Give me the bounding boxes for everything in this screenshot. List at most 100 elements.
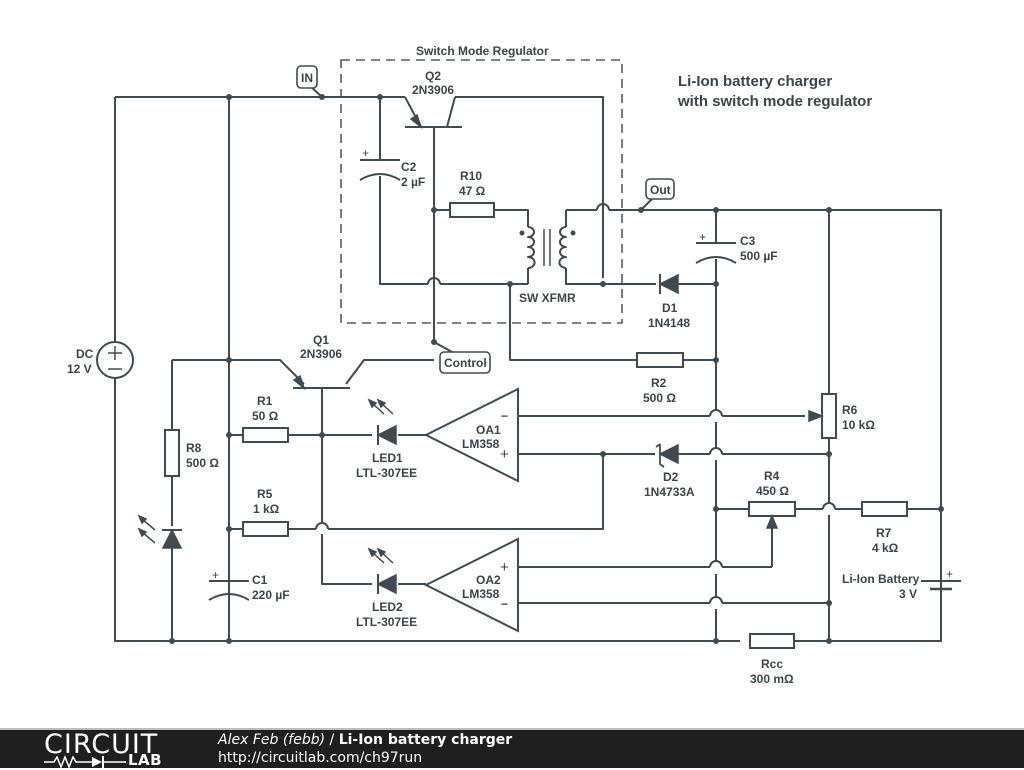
svg-text:Q2: Q2 [425, 69, 441, 83]
svg-text:50 Ω: 50 Ω [252, 409, 279, 423]
schematic-canvas: Li-Ion battery charger with switch mode … [67, 44, 961, 686]
svg-text:LTL-307EE: LTL-307EE [356, 466, 417, 480]
svg-text:1N4733A: 1N4733A [644, 485, 695, 499]
led-led1: LED1 LTL-307EE [356, 398, 417, 480]
svg-text:220 µF: 220 µF [252, 588, 290, 602]
capacitor-c2: + C2 2 µF [359, 146, 425, 189]
svg-text:12 V: 12 V [67, 362, 92, 376]
svg-text:LED2: LED2 [372, 600, 403, 614]
svg-text:2N3906: 2N3906 [412, 83, 454, 97]
svg-text:1N4148: 1N4148 [648, 316, 690, 330]
svg-text:500 Ω: 500 Ω [186, 456, 219, 470]
svg-text:−: − [501, 409, 508, 423]
svg-text:DC: DC [76, 347, 94, 361]
transistor-q1: Q1 2N3906 [292, 333, 350, 391]
schematic-title-line2: with switch mode regulator [677, 93, 872, 110]
group-label: Switch Mode Regulator [416, 44, 549, 58]
svg-text:R5: R5 [257, 487, 273, 501]
capacitor-c1: + C1 220 µF [208, 529, 290, 641]
svg-text:C2: C2 [401, 160, 417, 174]
logo-circuit-icon [44, 754, 126, 770]
svg-text:SW XFMR: SW XFMR [519, 291, 576, 305]
resistor-rcc: Rcc 300 mΩ [749, 633, 795, 686]
switch-mode-regulator-group: Switch Mode Regulator [340, 44, 623, 324]
wires [114, 96, 942, 642]
transformer-sw-xfmr: SW XFMR [519, 226, 576, 305]
svg-text:R7: R7 [876, 526, 892, 540]
svg-text:+: + [362, 146, 369, 160]
svg-text:500 Ω: 500 Ω [643, 391, 676, 405]
svg-text:D1: D1 [662, 301, 678, 315]
resistor-r10: R10 47 Ω [449, 169, 495, 218]
svg-text:LED1: LED1 [372, 451, 403, 465]
svg-text:2N3906: 2N3906 [300, 347, 342, 361]
zener-diode-d2: D2 1N4733A [644, 443, 695, 499]
svg-text:LTL-307EE: LTL-307EE [356, 615, 417, 629]
resistor-r8: R8 500 Ω [164, 429, 219, 477]
svg-text:OA1: OA1 [476, 423, 501, 437]
svg-text:Q1: Q1 [313, 333, 329, 347]
opamp-oa1: − + OA1 LM358 [423, 387, 519, 483]
wire-crossovers [315, 203, 836, 604]
resistor-r2: R2 500 Ω [636, 352, 684, 405]
diode-d1: D1 1N4148 [648, 273, 690, 330]
svg-text:Li-Ion Battery: Li-Ion Battery [842, 572, 920, 586]
svg-text:R6: R6 [842, 403, 858, 417]
svg-text:300 mΩ: 300 mΩ [750, 672, 794, 686]
svg-text:C3: C3 [740, 234, 756, 248]
svg-text:C1: C1 [252, 573, 268, 587]
svg-text:R1: R1 [257, 394, 273, 408]
schematic-title-line1: Li-Ion battery charger [678, 73, 832, 90]
junction-dots [169, 94, 944, 644]
transistor-q2: Q2 2N3906 [404, 69, 462, 130]
svg-text:LM358: LM358 [462, 587, 500, 601]
svg-text:LM358: LM358 [462, 437, 500, 451]
svg-text:D2: D2 [663, 470, 679, 484]
svg-text:Out: Out [650, 183, 671, 197]
svg-text:IN: IN [301, 71, 313, 85]
separator: / [325, 732, 339, 748]
author-name[interactable]: Alex Feb (febb) [218, 732, 326, 748]
led-led2: LED2 LTL-307EE [356, 547, 417, 629]
svg-text:2 µF: 2 µF [401, 175, 425, 189]
led-power-indicator [137, 514, 183, 549]
svg-text:+: + [946, 567, 953, 581]
svg-text:1 kΩ: 1 kΩ [253, 502, 280, 516]
resistor-r7: R7 4 kΩ [861, 501, 908, 555]
svg-text:R4: R4 [764, 469, 780, 483]
svg-text:Control: Control [444, 356, 487, 370]
svg-text:500 µF: 500 µF [740, 249, 778, 263]
potentiometer-r6: R6 10 kΩ [808, 393, 875, 439]
resistor-r1: R1 50 Ω [242, 394, 289, 443]
svg-text:R2: R2 [651, 376, 667, 390]
svg-text:4 kΩ: 4 kΩ [872, 541, 899, 555]
svg-text:+: + [500, 559, 509, 576]
net-label-out: Out [640, 178, 675, 211]
svg-text:OA2: OA2 [476, 573, 501, 587]
svg-text:−: − [501, 597, 508, 611]
capacitor-c3: + C3 500 µF [695, 230, 778, 264]
svg-text:R8: R8 [186, 441, 202, 455]
circuitlab-logo-lab: LAB [128, 751, 163, 769]
footer-bar: CIRCUIT LAB Alex Feb (febb) / Li-Ion bat… [0, 728, 1024, 770]
svg-text:R10: R10 [460, 169, 482, 183]
battery-li-ion: + Li-Ion Battery 3 V [842, 509, 961, 601]
voltage-source-dc: DC 12 V [67, 341, 134, 379]
net-label-control: Control [433, 341, 491, 374]
potentiometer-r4: R4 450 Ω [748, 469, 796, 529]
footer-attribution: Alex Feb (febb) / Li-Ion battery charger [218, 732, 512, 748]
svg-text:+: + [212, 568, 219, 582]
svg-text:47 Ω: 47 Ω [459, 184, 486, 198]
circuit-title[interactable]: Li-Ion battery charger [338, 732, 513, 748]
svg-text:+: + [500, 446, 509, 463]
svg-text:10 kΩ: 10 kΩ [842, 418, 875, 432]
svg-text:450 Ω: 450 Ω [756, 484, 789, 498]
resistor-r5: R5 1 kΩ [242, 487, 289, 537]
circuit-url[interactable]: http://circuitlab.com/ch97run [218, 750, 423, 766]
svg-text:3 V: 3 V [899, 587, 917, 601]
svg-text:Rcc: Rcc [761, 657, 783, 671]
net-label-in: IN [296, 65, 323, 98]
circuitlab-logo-text[interactable]: CIRCUIT [44, 729, 159, 760]
opamp-oa2: + − OA2 LM358 [423, 537, 519, 633]
svg-text:+: + [699, 230, 706, 244]
